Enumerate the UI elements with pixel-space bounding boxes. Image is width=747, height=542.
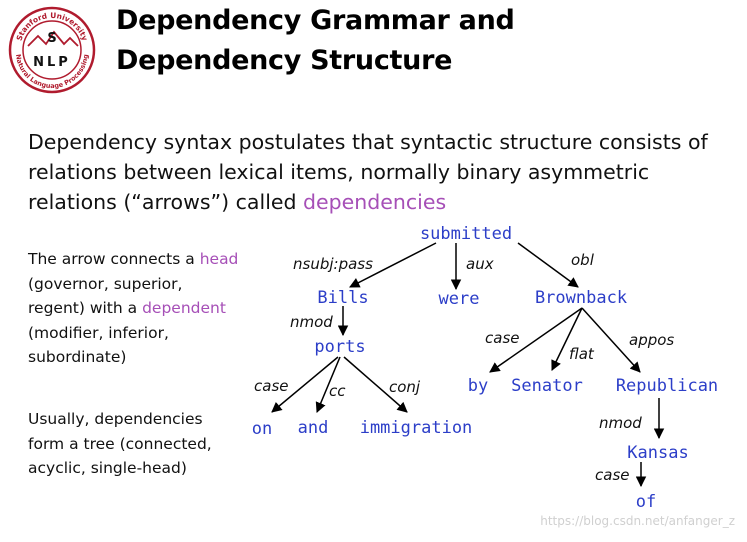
arrow-conj [343, 356, 408, 413]
word-were: were [439, 289, 480, 309]
word-and: and [298, 418, 329, 438]
logo-letters: NLP [33, 55, 71, 70]
label-flat: flat [569, 345, 595, 363]
arrow-nsubj-pass [349, 242, 437, 288]
label-conj: conj [389, 378, 421, 396]
word-republican: Republican [616, 376, 718, 396]
label-nmod-2: nmod [599, 414, 642, 432]
arrow-appos [581, 307, 641, 373]
label-appos: appos [629, 331, 674, 349]
arrow-case-1 [271, 356, 339, 413]
arrow-cc [315, 356, 341, 413]
stanford-nlp-logo: Stanford University Natural Language Pro… [8, 6, 96, 94]
sidebar-dependent-term: dependent [142, 299, 226, 317]
word-immigration: immigration [360, 418, 473, 438]
label-case-2: case [485, 329, 519, 347]
sidebar-text: The arrow connects a [28, 250, 200, 268]
word-by: by [468, 376, 488, 396]
word-on: on [252, 419, 272, 439]
sidebar-paragraph-1: The arrow connects a head (governor, sup… [28, 247, 243, 370]
page-title-line1: Dependency Grammar and [116, 5, 515, 36]
sidebar-head-term: head [199, 250, 239, 268]
label-aux: aux [466, 255, 494, 273]
label-case-3: case [595, 466, 629, 484]
word-kansas: Kansas [627, 443, 688, 463]
word-brownback: Brownback [535, 288, 627, 308]
word-senator: Senator [511, 376, 583, 396]
sidebar-paragraph-2: Usually, dependencies form a tree (conne… [28, 410, 212, 477]
label-obl: obl [571, 251, 595, 269]
watermark: https://blog.csdn.net/anfanger_z [540, 514, 735, 528]
arrow-obl [517, 242, 579, 288]
label-nsubj-pass: nsubj:pass [293, 255, 373, 273]
label-cc: cc [329, 382, 346, 400]
word-bills: Bills [317, 288, 368, 308]
arrow-case-2 [489, 307, 583, 373]
sidebar-text: (modifier, inferior, subordinate) [28, 323, 169, 367]
arrow-flat [551, 307, 583, 371]
intro-paragraph: Dependency syntax postulates that syntac… [28, 127, 728, 217]
dependency-arrows [271, 242, 665, 488]
label-nmod-1: nmod [290, 313, 333, 331]
word-submitted: submitted [420, 224, 512, 244]
svg-text:S: S [47, 31, 56, 46]
page-title-line2: Dependency Structure [116, 45, 453, 76]
intro-text: Dependency syntax postulates that syntac… [28, 130, 708, 214]
label-case-1: case [254, 377, 288, 395]
word-of: of [636, 492, 656, 512]
sidebar-text: (governor, superior, regent) with a [28, 274, 183, 318]
word-ports: ports [314, 337, 365, 357]
intro-highlight: dependencies [303, 190, 447, 214]
